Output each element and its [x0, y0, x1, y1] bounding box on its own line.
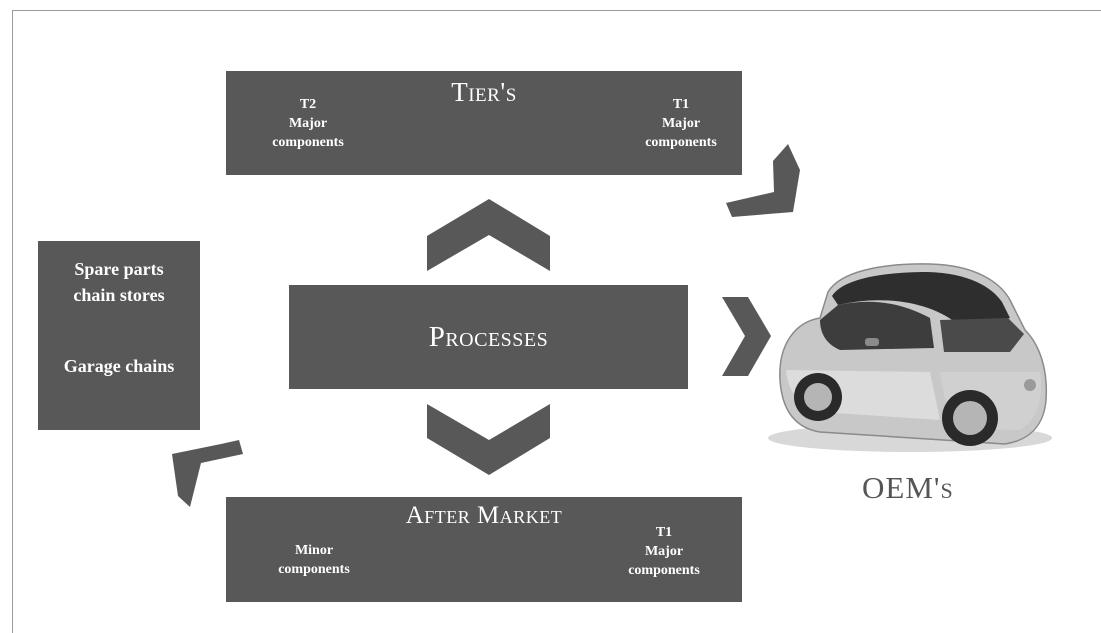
tier1-line2: components — [645, 135, 717, 150]
frame-left-border — [12, 10, 13, 633]
garage-chains-label: Garage chains — [63, 356, 175, 376]
tier1-line1: Major — [661, 116, 701, 131]
minor-line1: Minor — [294, 543, 334, 558]
aftermarket-tier1-line1: Major — [644, 544, 684, 559]
spare-parts-label: Spare parts chain stores — [38, 256, 200, 308]
aftermarket-tier1-label: T1 Major components — [604, 523, 724, 580]
processes-title: Processes — [428, 320, 549, 353]
bent-arrow-top-right-icon — [726, 144, 800, 217]
frame-top-border — [12, 10, 1101, 11]
minor-line2: components — [278, 562, 350, 577]
tier1-label: T1 Major components — [621, 95, 741, 152]
bent-arrow-bottom-left-icon — [172, 440, 243, 507]
tier2-line2: components — [272, 135, 344, 150]
aftermarket-tier1-code: T1 — [655, 525, 673, 540]
oem-label: OEM's — [862, 470, 954, 505]
spare-line1: Spare parts — [74, 259, 164, 279]
minor-components-label: Minor components — [254, 541, 374, 579]
tier2-label: T2 Major components — [248, 95, 368, 152]
up-chevron-icon — [427, 199, 550, 271]
processes-box: Processes — [289, 285, 688, 389]
tiers-box: Tier's T2 Major components T1 Major comp… — [226, 71, 742, 175]
tiers-title: Tier's — [451, 77, 517, 107]
aftermarket-box: After Market Minor components T1 Major c… — [226, 497, 742, 602]
spare-line2: chain stores — [73, 285, 165, 305]
aftermarket-tier1-line2: components — [628, 563, 700, 578]
aftermarket-channels-box: Spare parts chain stores Garage chains — [38, 241, 200, 430]
right-chevron-icon — [722, 297, 771, 376]
down-chevron-icon — [427, 404, 550, 475]
tier2-line1: Major — [288, 116, 328, 131]
car-image — [768, 263, 1052, 452]
aftermarket-title: After Market — [405, 502, 563, 529]
tier1-code: T1 — [672, 97, 690, 112]
tier2-code: T2 — [299, 97, 317, 112]
